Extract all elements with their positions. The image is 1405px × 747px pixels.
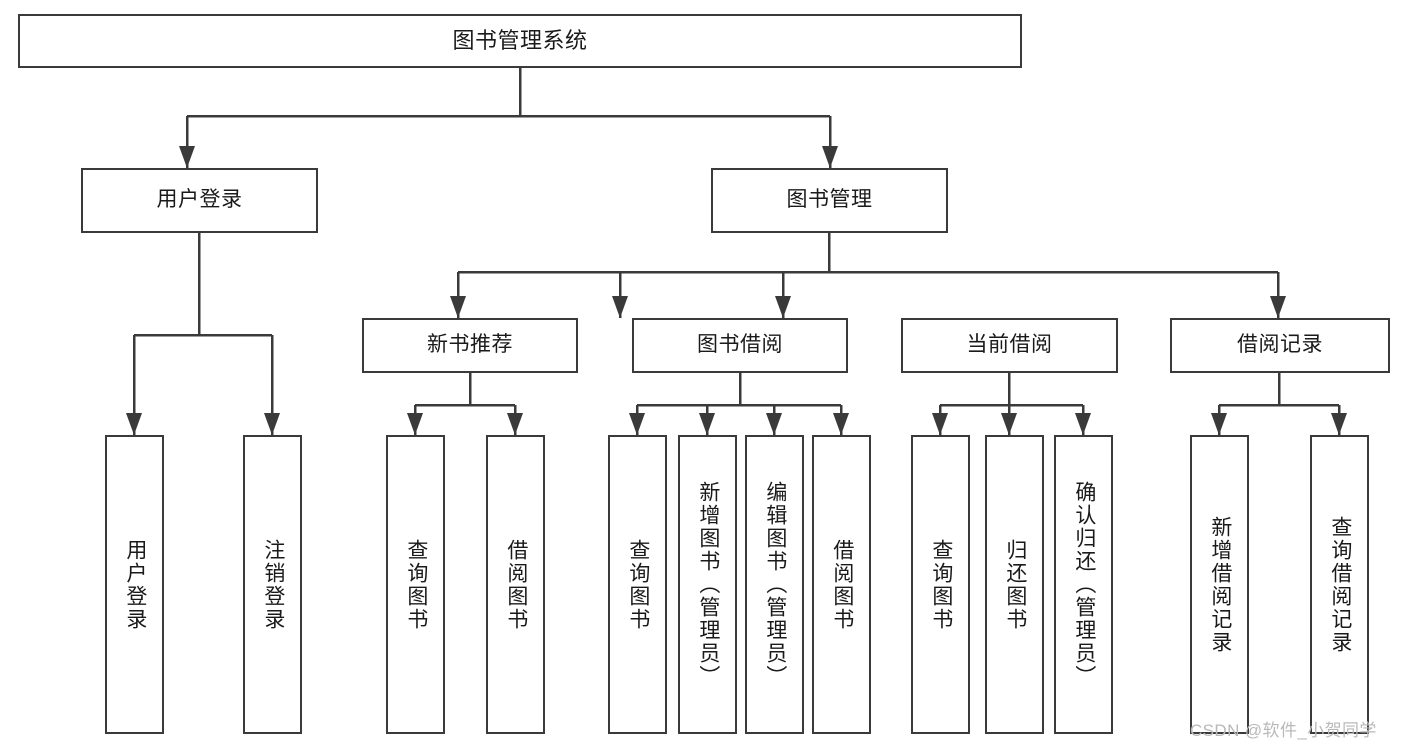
node-leaf-confirm-return[interactable]: 确认归还（管理员） [1054, 435, 1113, 734]
node-book-manage[interactable]: 图书管理 [711, 168, 948, 233]
node-leaf-query-book-3[interactable]: 查询图书 [911, 435, 970, 734]
current-borrow-fanout-arrowhead-2 [1075, 413, 1091, 435]
node-borrow-record[interactable]: 借阅记录 [1170, 318, 1390, 373]
node-leaf-user-logout[interactable]: 注销登录 [243, 435, 302, 734]
node-label: 新书推荐 [427, 333, 513, 357]
node-label: 图书借阅 [697, 333, 783, 357]
node-label: 当前借阅 [966, 333, 1053, 357]
node-label: 确认归还（管理员） [1072, 481, 1096, 688]
book-manage-fanout-arrowhead-3 [1270, 296, 1286, 318]
node-label: 归还图书 [1003, 538, 1027, 631]
node-label: 用户登录 [123, 538, 147, 631]
book-borrow-fanout-arrowhead-0 [629, 413, 645, 435]
node-new-book-rec[interactable]: 新书推荐 [362, 318, 578, 373]
node-leaf-add-record[interactable]: 新增借阅记录 [1190, 435, 1249, 734]
node-label: 借阅图书 [830, 538, 854, 631]
node-user-login[interactable]: 用户登录 [81, 168, 318, 233]
node-label: 借阅图书 [504, 538, 528, 631]
book-borrow-fanout-arrowhead-1 [699, 413, 715, 435]
root-fanout-arrowhead-1 [822, 146, 838, 168]
node-leaf-query-book-1[interactable]: 查询图书 [386, 435, 445, 734]
borrow-record-fanout-arrowhead-0 [1211, 413, 1227, 435]
node-leaf-borrow-book-1[interactable]: 借阅图书 [486, 435, 545, 734]
book-manage-fanout-arrowhead-2 [775, 296, 791, 318]
node-leaf-borrow-book-2[interactable]: 借阅图书 [812, 435, 871, 734]
node-leaf-return-book[interactable]: 归还图书 [985, 435, 1044, 734]
node-book-borrow[interactable]: 图书借阅 [632, 318, 848, 373]
book-manage-fanout-arrowhead-0 [450, 296, 466, 318]
node-label: 查询图书 [404, 538, 428, 631]
root-fanout-arrowhead-0 [179, 146, 195, 168]
node-label: 查询图书 [929, 538, 953, 631]
book-manage-fanout-arrowhead-1 [612, 296, 628, 318]
node-label: 图书管理 [786, 188, 873, 212]
node-label: 用户登录 [156, 188, 243, 212]
watermark: CSDN @软件_小贺同学 [1190, 721, 1377, 740]
node-label: 注销登录 [261, 538, 285, 631]
edge-layer [132, 68, 1341, 435]
node-label: 查询图书 [626, 538, 650, 631]
new-book-rec-fanout-arrowhead-1 [507, 413, 523, 435]
current-borrow-fanout-arrowhead-0 [932, 413, 948, 435]
node-label: 新增图书（管理员） [696, 481, 720, 688]
book-borrow-fanout-arrowhead-2 [766, 413, 782, 435]
user-login-fanout-arrowhead-0 [126, 413, 142, 435]
node-leaf-user-login[interactable]: 用户登录 [105, 435, 164, 734]
current-borrow-fanout-arrowhead-1 [1001, 413, 1017, 435]
node-label: 借阅记录 [1237, 333, 1323, 357]
user-login-fanout-arrowhead-1 [264, 413, 280, 435]
node-leaf-query-book-2[interactable]: 查询图书 [608, 435, 667, 734]
node-label: 图书管理系统 [452, 28, 588, 54]
borrow-record-fanout-arrowhead-1 [1331, 413, 1347, 435]
node-root[interactable]: 图书管理系统 [18, 14, 1022, 68]
node-label: 编辑图书（管理员） [763, 481, 787, 688]
node-label: 新增借阅记录 [1208, 515, 1232, 654]
node-current-borrow[interactable]: 当前借阅 [901, 318, 1118, 373]
node-leaf-add-book[interactable]: 新增图书（管理员） [678, 435, 737, 734]
node-leaf-edit-book[interactable]: 编辑图书（管理员） [745, 435, 804, 734]
node-label: 查询借阅记录 [1328, 515, 1352, 654]
new-book-rec-fanout-arrowhead-0 [407, 413, 423, 435]
book-borrow-fanout-arrowhead-3 [833, 413, 849, 435]
node-leaf-query-record[interactable]: 查询借阅记录 [1310, 435, 1369, 734]
